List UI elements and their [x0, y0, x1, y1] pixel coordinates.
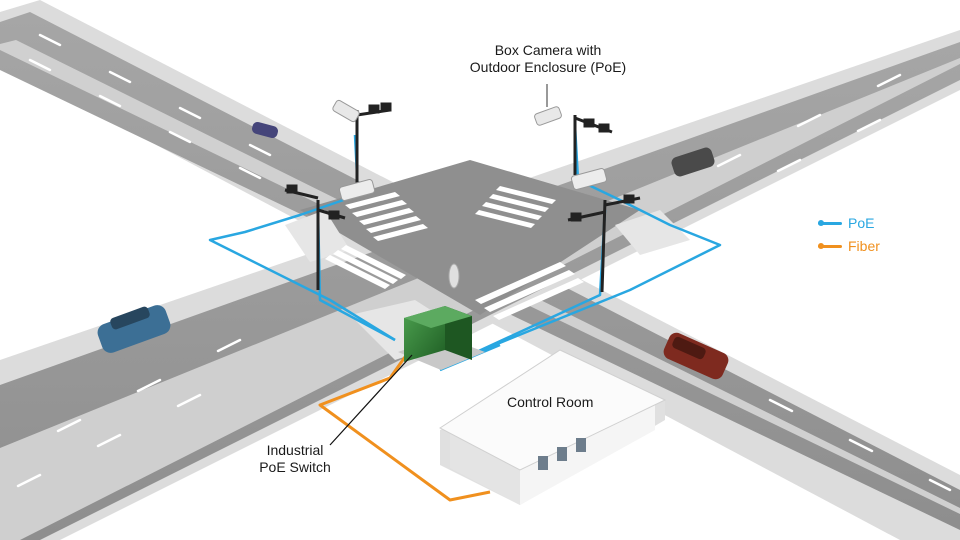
camera-e	[570, 168, 608, 190]
fiber-cable	[318, 349, 491, 502]
crosswalk-east	[475, 186, 556, 228]
crosswalk-west	[325, 245, 406, 289]
traffic-pole-w	[284, 184, 346, 290]
switch-label-line1: Industrial	[266, 442, 324, 458]
crosswalk-south	[475, 262, 584, 320]
switch-label-line2: PoE Switch	[259, 459, 331, 475]
car-red	[663, 332, 729, 380]
corner-island-east	[615, 210, 690, 255]
control-room-label: Control Room	[507, 394, 594, 410]
camera-ne	[534, 106, 562, 126]
camera-nw	[332, 99, 360, 123]
poe-dot-icon	[818, 220, 824, 226]
camera-label-line1: Box Camera with	[494, 42, 602, 58]
car-blue-small	[252, 121, 278, 139]
camera-label: Box Camera with Outdoor Enclosure (PoE)	[450, 42, 646, 76]
legend-label-fiber: Fiber	[848, 238, 880, 254]
switch-label: Industrial PoE Switch	[243, 442, 347, 476]
poe-line-icon	[818, 222, 842, 225]
control-room-building	[439, 349, 667, 505]
fiber-dot-icon	[818, 243, 824, 249]
legend-label-poe: PoE	[848, 215, 875, 231]
traffic-pole-e	[567, 194, 641, 293]
fiber-line-icon	[818, 245, 842, 248]
traffic-pole-nw	[355, 102, 392, 190]
car-dark-grey	[671, 147, 715, 177]
car-blue-large	[97, 305, 171, 353]
camera-label-line2: Outdoor Enclosure (PoE)	[469, 59, 627, 75]
crosswalk-north	[345, 192, 428, 241]
traffic-pole-ne	[573, 115, 613, 175]
lane-markings	[16, 33, 952, 492]
camera-w	[338, 179, 376, 201]
switch-callout-line	[329, 354, 413, 446]
industrial-poe-switch	[398, 263, 485, 370]
